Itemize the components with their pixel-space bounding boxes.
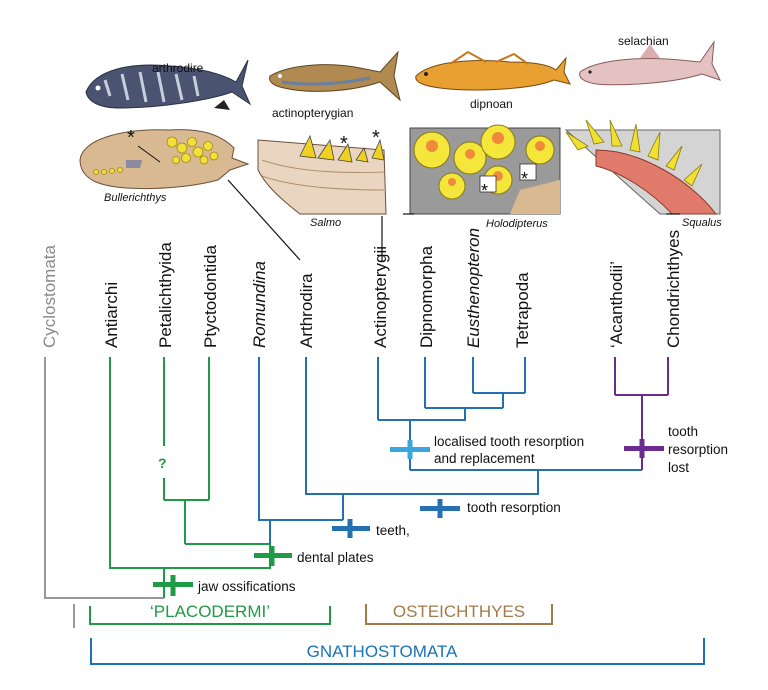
selachian-label: selachian <box>618 34 669 48</box>
char-dental-plates: dental plates <box>297 550 374 565</box>
arthrodire-illustration <box>85 59 252 110</box>
pointer-line <box>137 145 161 163</box>
taxon-ptyctodontida: Ptyctodontida <box>201 244 220 348</box>
bracket-osteichthyes <box>365 604 553 625</box>
char-jaw-ossifications: jaw ossifications <box>197 579 296 594</box>
connector-arthrodira <box>227 179 301 261</box>
actinopterygian-label: actinopterygian <box>272 106 353 120</box>
taxon-dipnomorpha: Dipnomorpha <box>417 245 436 348</box>
char-tooth-resorption: tooth resorption <box>467 500 561 515</box>
arthrodire-label: arthrodire <box>152 61 204 75</box>
taxon-actinopterygii: Actinopterygii <box>371 246 390 348</box>
branches-chondrichthyes <box>614 357 669 470</box>
asterisk-salmo-1: * <box>340 133 348 155</box>
char-localised-1: localised tooth resorption <box>434 434 584 449</box>
asterisk-bullerichthys: * <box>127 127 135 149</box>
dipnoan-illustration <box>415 50 571 91</box>
asterisk-salmo-2: * <box>372 127 380 149</box>
group-placodermi: ‘PLACODERMI’ <box>150 602 270 621</box>
uncertain-mark: ? <box>158 455 167 471</box>
taxon-tetrapoda: Tetrapoda <box>513 272 532 348</box>
bullerichthys-label: Bullerichthys <box>104 192 167 204</box>
char-localised-2: and replacement <box>434 451 535 466</box>
selachian-illustration <box>579 40 721 86</box>
group-gnathostomata: GNATHOSTOMATA <box>307 642 458 661</box>
actinopterygian-illustration <box>269 50 401 102</box>
char-lost-2: resorption <box>668 442 728 457</box>
char-teeth: teeth, <box>376 523 410 538</box>
taxon-acanthodii: ‘Acanthodii’ <box>607 261 626 348</box>
branches-eugnathostomes <box>258 357 642 544</box>
branch-cyclostomata <box>44 357 164 599</box>
taxon-cyclostomata: Cyclostomata <box>40 244 59 348</box>
bullerichthys-jaw <box>79 129 250 190</box>
bracket-gnathostomata <box>90 638 705 665</box>
taxon-chondrichthyes: Chondrichthyes <box>664 230 683 348</box>
taxon-romundina: Romundina <box>250 261 269 348</box>
salmo-label: Salmo <box>310 217 341 229</box>
asterisk-holodipterus-2: * <box>521 169 528 189</box>
branches-placodermi <box>109 357 271 598</box>
taxon-eusthenopteron: Eusthenopteron <box>464 228 483 348</box>
char-lost-3: lost <box>668 460 689 475</box>
taxon-antiarchi: Antiarchi <box>102 282 121 348</box>
bracket-placodermi <box>89 606 331 625</box>
group-osteichthyes: OSTEICHTHYES <box>393 602 525 621</box>
squalus-jaw <box>564 119 721 215</box>
asterisk-holodipterus-1: * <box>481 181 488 201</box>
squalus-label: Squalus <box>682 217 722 229</box>
taxon-arthrodira: Arthrodira <box>297 273 316 348</box>
holodipterus-section <box>409 124 561 215</box>
salmo-jaw <box>257 134 387 215</box>
taxon-petalichthyida: Petalichthyida <box>156 242 175 348</box>
holodipterus-label: Holodipterus <box>486 218 548 230</box>
char-lost-1: tooth <box>668 424 698 439</box>
dipnoan-label: dipnoan <box>470 97 513 111</box>
